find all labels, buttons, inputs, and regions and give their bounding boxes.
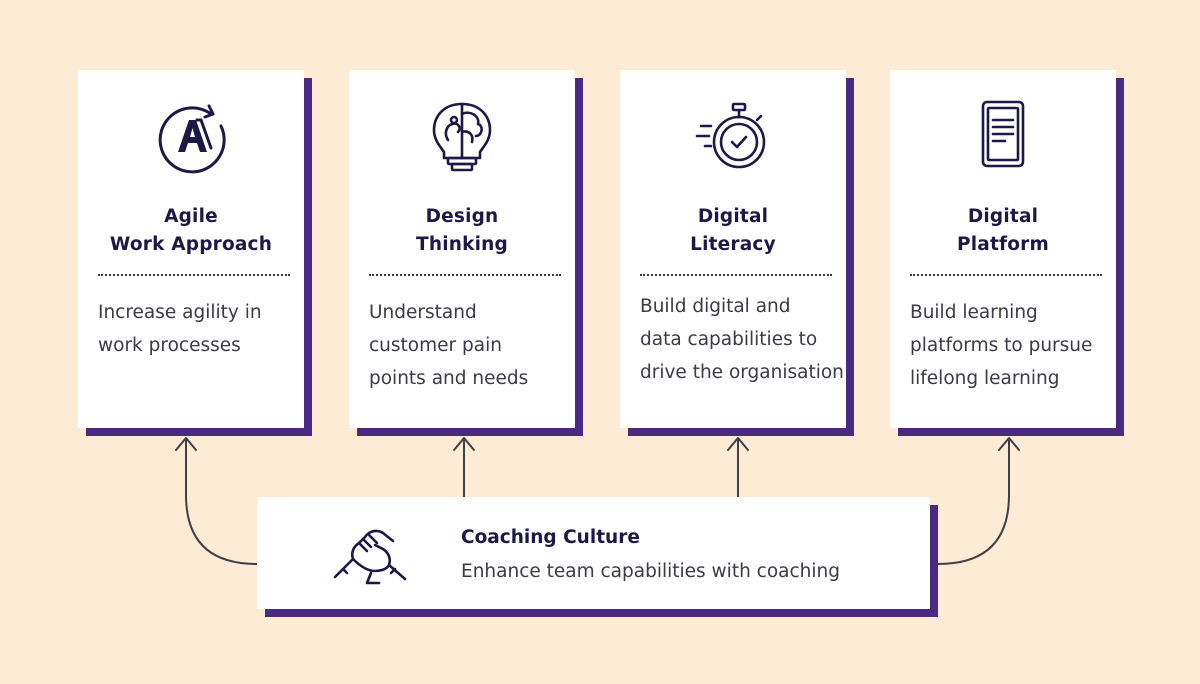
card-body: Digital Literacy Build digital and data … xyxy=(620,70,846,428)
dotted-divider xyxy=(98,274,290,276)
card-description: Build learning platforms to pursue lifel… xyxy=(910,296,1110,395)
card-title: Design Thinking xyxy=(349,203,575,259)
card-desc-line: customer pain xyxy=(369,335,502,356)
brain-lightbulb-icon xyxy=(432,102,492,172)
arrowhead-literacy xyxy=(727,437,749,451)
stopwatch-icon xyxy=(695,102,766,169)
card-digital-platform: Digital Platform Build learning platform… xyxy=(890,70,1124,436)
card-desc-line: Understand xyxy=(369,302,477,323)
card-desc-line: points and needs xyxy=(369,368,529,389)
handshake-icon xyxy=(333,529,407,585)
card-title: Agile Work Approach xyxy=(78,203,304,259)
card-title: Digital Platform xyxy=(890,203,1116,259)
card-body: Digital Platform Build learning platform… xyxy=(890,70,1116,428)
card-desc-line: work processes xyxy=(98,335,241,356)
card-description: Build digital and data capabilities to d… xyxy=(640,290,844,389)
coaching-culture-box: Coaching Culture Enhance team capabiliti… xyxy=(257,497,938,617)
card-desc-line: data capabilities to xyxy=(640,329,818,350)
card-title: Digital Literacy xyxy=(620,203,846,259)
card-title-line: Design xyxy=(425,206,499,227)
card-title-line: Thinking xyxy=(416,234,508,255)
arrowhead-platform xyxy=(998,437,1020,451)
dotted-divider xyxy=(910,274,1102,276)
card-digital-literacy: Digital Literacy Build digital and data … xyxy=(620,70,854,436)
dotted-divider xyxy=(369,274,561,276)
card-description: Understand customer pain points and need… xyxy=(369,296,569,395)
card-desc-line: Build digital and xyxy=(640,296,791,317)
connector-agile xyxy=(185,439,258,565)
card-design-thinking: Design Thinking Understand customer pain… xyxy=(349,70,583,436)
arrowhead-agile xyxy=(175,437,197,451)
coaching-title: Coaching Culture xyxy=(461,527,640,548)
card-title-line: Agile xyxy=(164,206,218,227)
card-desc-line: lifelong learning xyxy=(910,368,1060,389)
card-desc-line: drive the organisation xyxy=(640,362,844,383)
dotted-divider xyxy=(640,274,832,276)
card-body: Design Thinking Understand customer pain… xyxy=(349,70,575,428)
card-body: Agile Work Approach Increase agility in … xyxy=(78,70,304,428)
coach-body: Coaching Culture Enhance team capabiliti… xyxy=(257,497,930,609)
tablet-icon xyxy=(981,100,1025,168)
card-desc-line: Increase agility in xyxy=(98,302,262,323)
card-desc-line: platforms to pursue xyxy=(910,335,1093,356)
coaching-description: Enhance team capabilities with coaching xyxy=(461,561,841,582)
card-title-line: Work Approach xyxy=(109,234,273,255)
card-desc-line: Build learning xyxy=(910,302,1038,323)
card-title-line: Digital xyxy=(967,206,1039,227)
card-title-line: Platform xyxy=(957,234,1049,255)
connector-platform xyxy=(937,439,1010,565)
arrowhead-design xyxy=(453,437,475,451)
agile-a-icon xyxy=(158,104,226,174)
card-title-line: Digital xyxy=(697,206,769,227)
card-agile-work-approach: Agile Work Approach Increase agility in … xyxy=(78,70,312,436)
card-title-line: Literacy xyxy=(690,234,776,255)
card-description: Increase agility in work processes xyxy=(98,296,298,362)
